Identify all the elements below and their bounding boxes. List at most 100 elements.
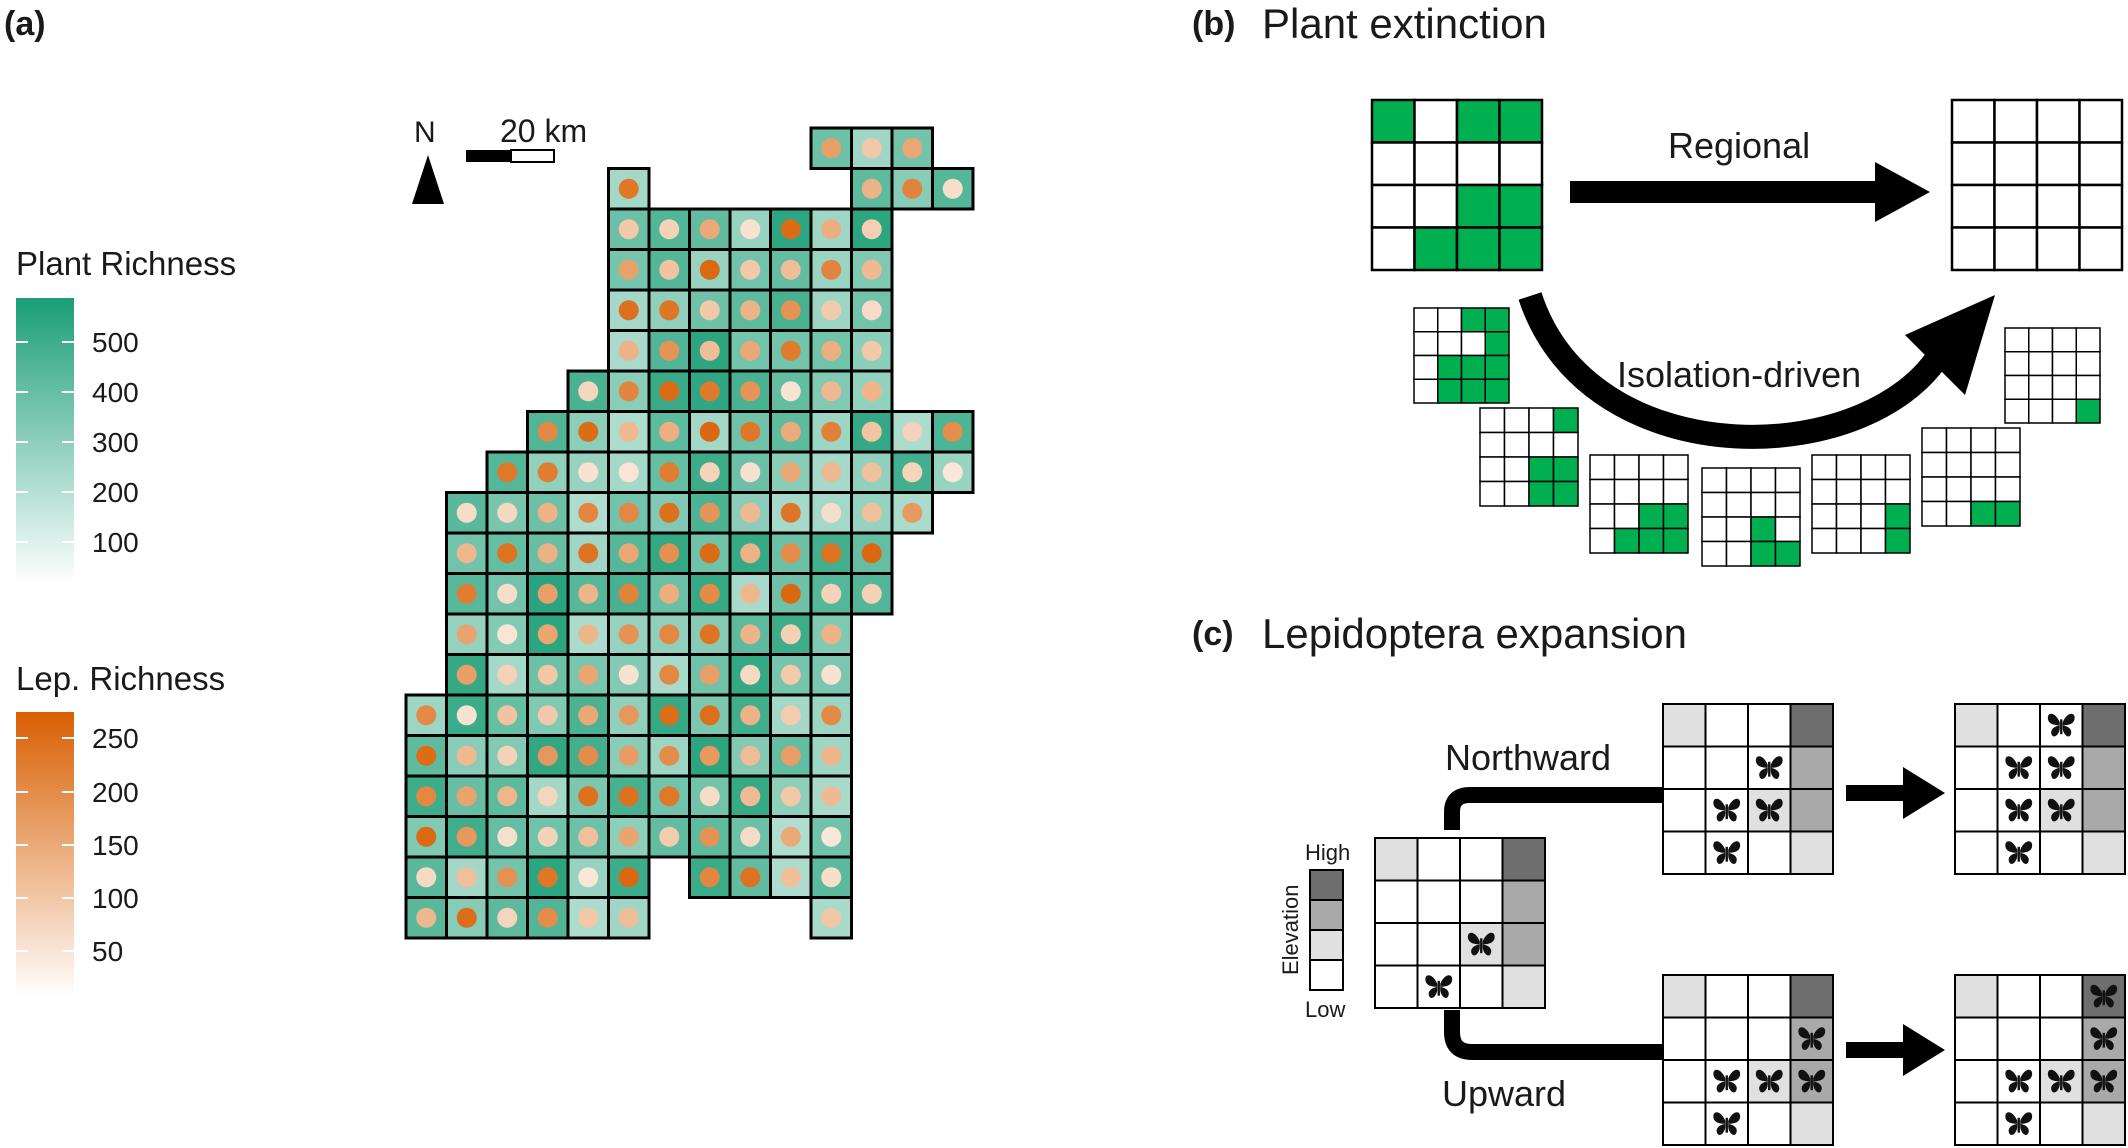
grid-cell: [1413, 354, 1439, 380]
grid-cell: [2051, 351, 2077, 377]
grid-cell: [2075, 398, 2101, 424]
map-cell-dot: [618, 259, 639, 280]
grid-cell: [1460, 331, 1486, 357]
grid-cell: [2051, 374, 2077, 400]
legend-lep-tick: 100: [92, 883, 139, 914]
grid-cell: [1750, 491, 1777, 518]
map-cell-dot: [578, 867, 599, 888]
grid-cell: [1413, 98, 1459, 144]
map-cell-dot: [902, 421, 923, 442]
legend-lep-tick: 150: [92, 830, 139, 861]
map-cell-dot: [780, 826, 801, 847]
grid-cell: [1994, 427, 2021, 454]
regional-arrow: [1570, 162, 1930, 222]
grid-cell: [1993, 183, 2039, 229]
grid-cell: [1662, 478, 1689, 505]
map-cell-dot: [740, 624, 761, 645]
grid-cell: [1437, 354, 1463, 380]
map-cell-dot: [618, 543, 639, 564]
map-cell-dot: [618, 421, 639, 442]
elevation-cell: [1789, 830, 1834, 875]
map-cell-dot: [740, 462, 761, 483]
elevation-cell: [1662, 1101, 1707, 1146]
map-cell-dot: [821, 786, 842, 807]
upward-end-grid: [1954, 974, 2126, 1146]
map-cell-dot: [699, 381, 720, 402]
map-cell-dot: [780, 259, 801, 280]
grid-cell: [1413, 183, 1459, 229]
map-cell-dot: [659, 219, 680, 240]
legend-lep-tick: 200: [92, 777, 139, 808]
grid-cell: [1725, 491, 1752, 518]
map-cell-dot: [902, 178, 923, 199]
grid-cell: [1860, 503, 1887, 530]
map-cell-dot: [456, 624, 477, 645]
north-arrow-icon: [412, 155, 444, 204]
grid-cell: [1860, 478, 1887, 505]
map-cell-dot: [699, 219, 720, 240]
grid-cell: [1498, 98, 1544, 144]
isolation-label: Isolation-driven: [1617, 354, 1861, 395]
map-cell-dot: [659, 381, 680, 402]
grid-cell: [1662, 503, 1689, 530]
grid-cell: [1460, 378, 1486, 404]
grid-cell: [1479, 480, 1506, 507]
grid-cell: [1498, 226, 1544, 272]
elevation-cell: [1374, 964, 1419, 1009]
grid-cell: [1994, 451, 2021, 478]
map-cell-dot: [578, 502, 599, 523]
grid-cell: [1370, 226, 1416, 272]
elevation-cell: [2039, 1016, 2084, 1061]
map-cell-dot: [780, 462, 801, 483]
grid-cell: [1884, 478, 1911, 505]
map-cell-dot: [740, 664, 761, 685]
grid-cell: [1498, 183, 1544, 229]
grid-cell: [1945, 451, 1972, 478]
grid-cell: [1479, 456, 1506, 483]
panel-c-diagram: High Low Elevation Northward Upward: [1278, 703, 2126, 1146]
panel-b-label: (b): [1192, 5, 1235, 43]
grid-cell: [2035, 98, 2081, 144]
elevation-cell: [2039, 830, 2084, 875]
elevation-cell: [1704, 1016, 1749, 1061]
map-cell-dot: [537, 786, 558, 807]
richness-map: [404, 126, 975, 940]
map-cell-dot: [497, 583, 518, 604]
map-cell-dot: [821, 462, 842, 483]
grid-cell: [2035, 183, 2081, 229]
grid-cell: [1455, 141, 1501, 187]
map-cell-dot: [659, 300, 680, 321]
upward-path: [1444, 1010, 1664, 1060]
map-cell-dot: [416, 907, 437, 928]
map-cell-dot: [942, 462, 963, 483]
grid-cell: [1921, 500, 1948, 527]
elevation-cell: [1501, 879, 1546, 924]
grid-after-cells: [1950, 98, 2124, 272]
elevation-cell: [1789, 703, 1834, 748]
grid-cell: [1552, 431, 1579, 458]
map-cell-dot: [537, 543, 558, 564]
map-cell-dot: [456, 543, 477, 564]
grid-cell: [1994, 476, 2021, 503]
map-cell-dot: [416, 745, 437, 766]
elevation-cell: [1374, 837, 1419, 882]
grid-cell: [1993, 141, 2039, 187]
map-cell-dot: [821, 340, 842, 361]
elevation-cell: [1416, 837, 1461, 882]
grid-cell: [1725, 540, 1752, 567]
low-label: Low: [1305, 997, 1345, 1022]
elevation-cell: [1954, 974, 1999, 1019]
map-cell-dot: [659, 421, 680, 442]
legend-plant-title: Plant Richness: [16, 245, 236, 282]
map-cell-dot: [497, 867, 518, 888]
map-cell-dot: [780, 867, 801, 888]
map-cell-dot: [456, 826, 477, 847]
map-cell-dot: [618, 178, 639, 199]
map-cell-dot: [618, 462, 639, 483]
elevation-cell: [1662, 788, 1707, 833]
map-cell-dot: [780, 543, 801, 564]
grid-cell: [2004, 327, 2030, 353]
grid-cell: [1750, 467, 1777, 494]
grid-cell: [1774, 540, 1801, 567]
map-cell: [850, 288, 894, 332]
